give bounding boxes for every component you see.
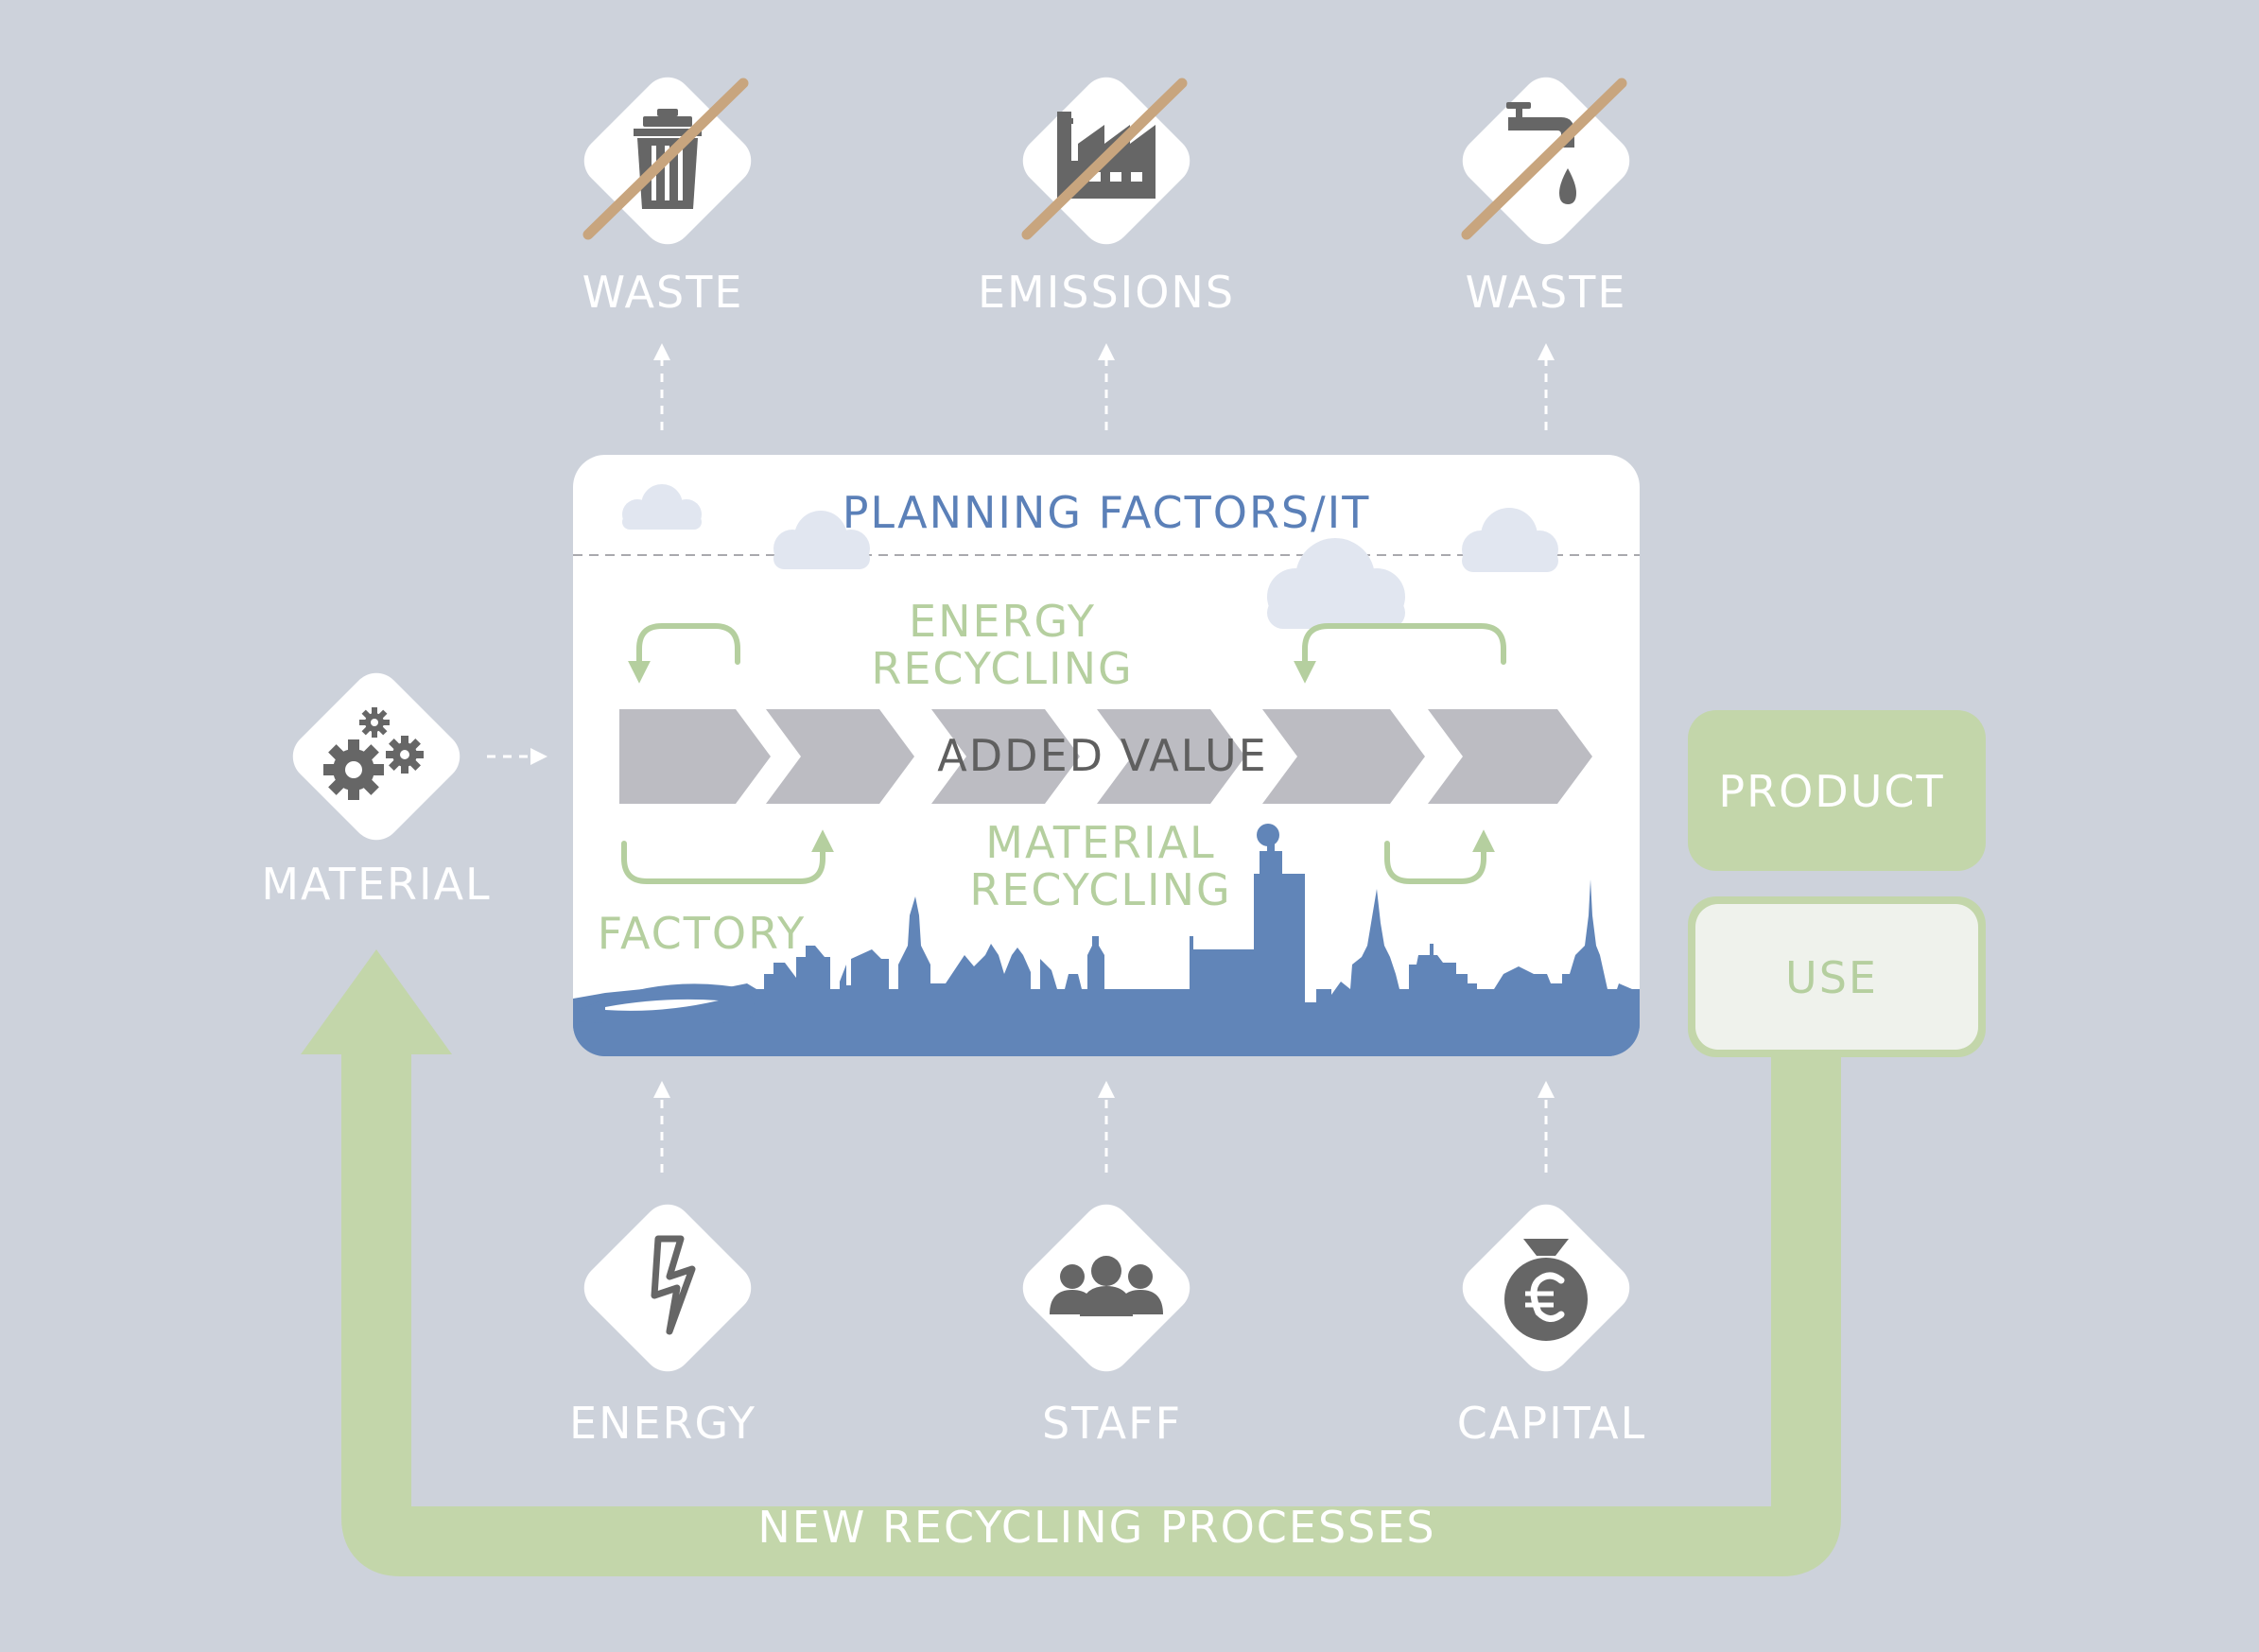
- city-skyline: [573, 824, 1640, 1056]
- lightning-icon: [651, 1235, 696, 1335]
- input-energy-label: ENERGY: [569, 1398, 756, 1449]
- material-recycling-line-1: MATERIAL: [985, 817, 1216, 868]
- gears-icon: [323, 707, 424, 800]
- output-water-diamond: [1461, 77, 1630, 245]
- use-box: [1695, 904, 1978, 1050]
- product-box: [1688, 710, 1986, 871]
- input-staff-diamond: [1022, 1204, 1190, 1372]
- energy-recycling-line-2: RECYCLING: [871, 643, 1134, 694]
- input-capital-diamond: [1462, 1204, 1630, 1372]
- new-recycling-processes-label: NEW RECYCLING PROCESSES: [757, 1502, 1436, 1553]
- chevron-2: [766, 709, 914, 804]
- input-energy-diamond: [583, 1204, 752, 1372]
- added-value-label: ADDED VALUE: [937, 730, 1268, 781]
- energy-recycling-arrow-right: [1294, 623, 1506, 684]
- value-chain-chevrons: [619, 709, 1592, 804]
- people-icon: [1050, 1256, 1163, 1316]
- clouds: [622, 484, 1558, 629]
- factory-panel: [573, 455, 1640, 1056]
- chevron-1: [619, 709, 771, 804]
- material-recycling-label: MATERIAL RECYCLING: [969, 819, 1231, 913]
- panel-title: PLANNING FACTORS/IT: [842, 487, 1371, 538]
- strike-line: [1461, 78, 1627, 240]
- water-tap-icon: [1506, 102, 1576, 204]
- recycling-arrows: [621, 623, 1506, 884]
- output-emissions-label: EMISSIONS: [977, 267, 1236, 318]
- recycling-loop: [301, 949, 1841, 1576]
- energy-recycling-arrow-left: [628, 623, 740, 684]
- strike-line: [582, 78, 749, 240]
- euro-money-bag-icon: [1504, 1239, 1588, 1341]
- output-waste-diamond: [582, 77, 752, 245]
- chevron-4: [1097, 709, 1245, 804]
- material-recycling-arrow-left: [621, 829, 834, 884]
- material-recycling-line-2: RECYCLING: [969, 864, 1232, 915]
- chevron-6: [1428, 709, 1592, 804]
- loop-arrow-head: [301, 949, 452, 1054]
- factory-label: FACTORY: [597, 908, 807, 959]
- output-waste-label: WASTE: [582, 267, 744, 318]
- energy-recycling-line-1: ENERGY: [909, 596, 1096, 647]
- material-label: MATERIAL: [261, 859, 492, 910]
- material-diamond: [292, 672, 460, 841]
- chevron-5: [1262, 709, 1425, 804]
- material-recycling-arrow-right: [1384, 829, 1495, 884]
- strike-line: [1021, 78, 1188, 240]
- output-emissions-diamond: [1021, 77, 1190, 245]
- output-water-waste-label: WASTE: [1465, 267, 1627, 318]
- energy-recycling-label: ENERGY RECYCLING: [871, 598, 1133, 692]
- input-staff-label: STAFF: [1041, 1398, 1183, 1449]
- use-label: USE: [1785, 952, 1878, 1003]
- input-capital-label: CAPITAL: [1456, 1398, 1647, 1449]
- chevron-3: [931, 709, 1080, 804]
- product-label: PRODUCT: [1718, 766, 1945, 817]
- output-connectors: [487, 343, 1555, 1173]
